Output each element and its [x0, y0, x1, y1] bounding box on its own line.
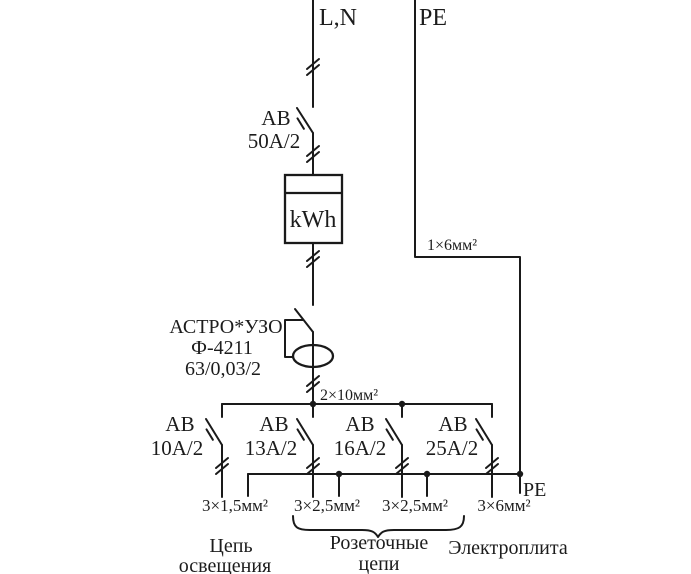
branch-1-type: АВ [165, 412, 194, 436]
branch-breaker-icon-1 [205, 403, 229, 498]
circuit-sockets-label-line2: цепи [359, 553, 400, 574]
branch-1-cable-label: 3×1,5мм² [202, 496, 268, 515]
cable-hash-mark [306, 250, 320, 268]
junction-dot [335, 470, 343, 478]
branch-breaker-icon-3 [385, 403, 409, 498]
branch-3-rating: 16А/2 [334, 436, 387, 460]
branch-2-cable-label: 3×2,5мм² [294, 496, 360, 515]
pe-bottom-label: PE [523, 479, 546, 501]
pe-feed-label: PE [419, 5, 447, 31]
branch-breaker-icon-4 [475, 403, 499, 498]
bus-cable-label: 2×10мм² [320, 387, 378, 404]
pe-feed-line [414, 0, 521, 494]
pe-bus [247, 473, 521, 497]
ln-feed-label: L,N [319, 5, 357, 31]
branch-2-type: АВ [259, 412, 288, 436]
junction-dot [516, 470, 524, 478]
rcd-model: Ф-4211 [191, 337, 253, 359]
branch-4-cable-label: 3×6мм² [477, 496, 530, 515]
branch-4-rating: 25А/2 [426, 436, 479, 460]
underbrace [292, 515, 465, 538]
branch-4-type: АВ [438, 412, 467, 436]
cable-hash-mark [306, 58, 320, 76]
pe-cable-label: 1×6мм² [427, 237, 477, 254]
branch-3-cable-label: 3×2,5мм² [382, 496, 448, 515]
circuit-stove-label: Электроплита [448, 537, 568, 559]
cable-hash-mark [306, 145, 320, 163]
junction-dot [309, 400, 317, 408]
branch-2-rating: 13А/2 [245, 436, 298, 460]
junction-dot [423, 470, 431, 478]
main-breaker-rating: 50А/2 [248, 129, 301, 153]
circuit-lighting-label-line1: Цепь [209, 535, 252, 557]
branch-breaker-icon-2 [296, 403, 320, 498]
branch-3-type: АВ [345, 412, 374, 436]
kwh-meter-label: kWh [290, 207, 337, 233]
junction-dot [398, 400, 406, 408]
branch-1-rating: 10А/2 [151, 436, 204, 460]
rcd-rating: 63/0,03/2 [185, 358, 261, 380]
rcd-icon [284, 308, 335, 405]
circuit-sockets-label-line1: Розеточные [330, 532, 429, 554]
rcd-brand: АСТРО*УЗО [169, 316, 282, 338]
circuit-lighting-label-line2: освещения [179, 555, 271, 574]
main-breaker-icon [296, 107, 314, 176]
main-breaker-type: АВ [261, 106, 290, 130]
cable-hash-mark [306, 375, 320, 393]
